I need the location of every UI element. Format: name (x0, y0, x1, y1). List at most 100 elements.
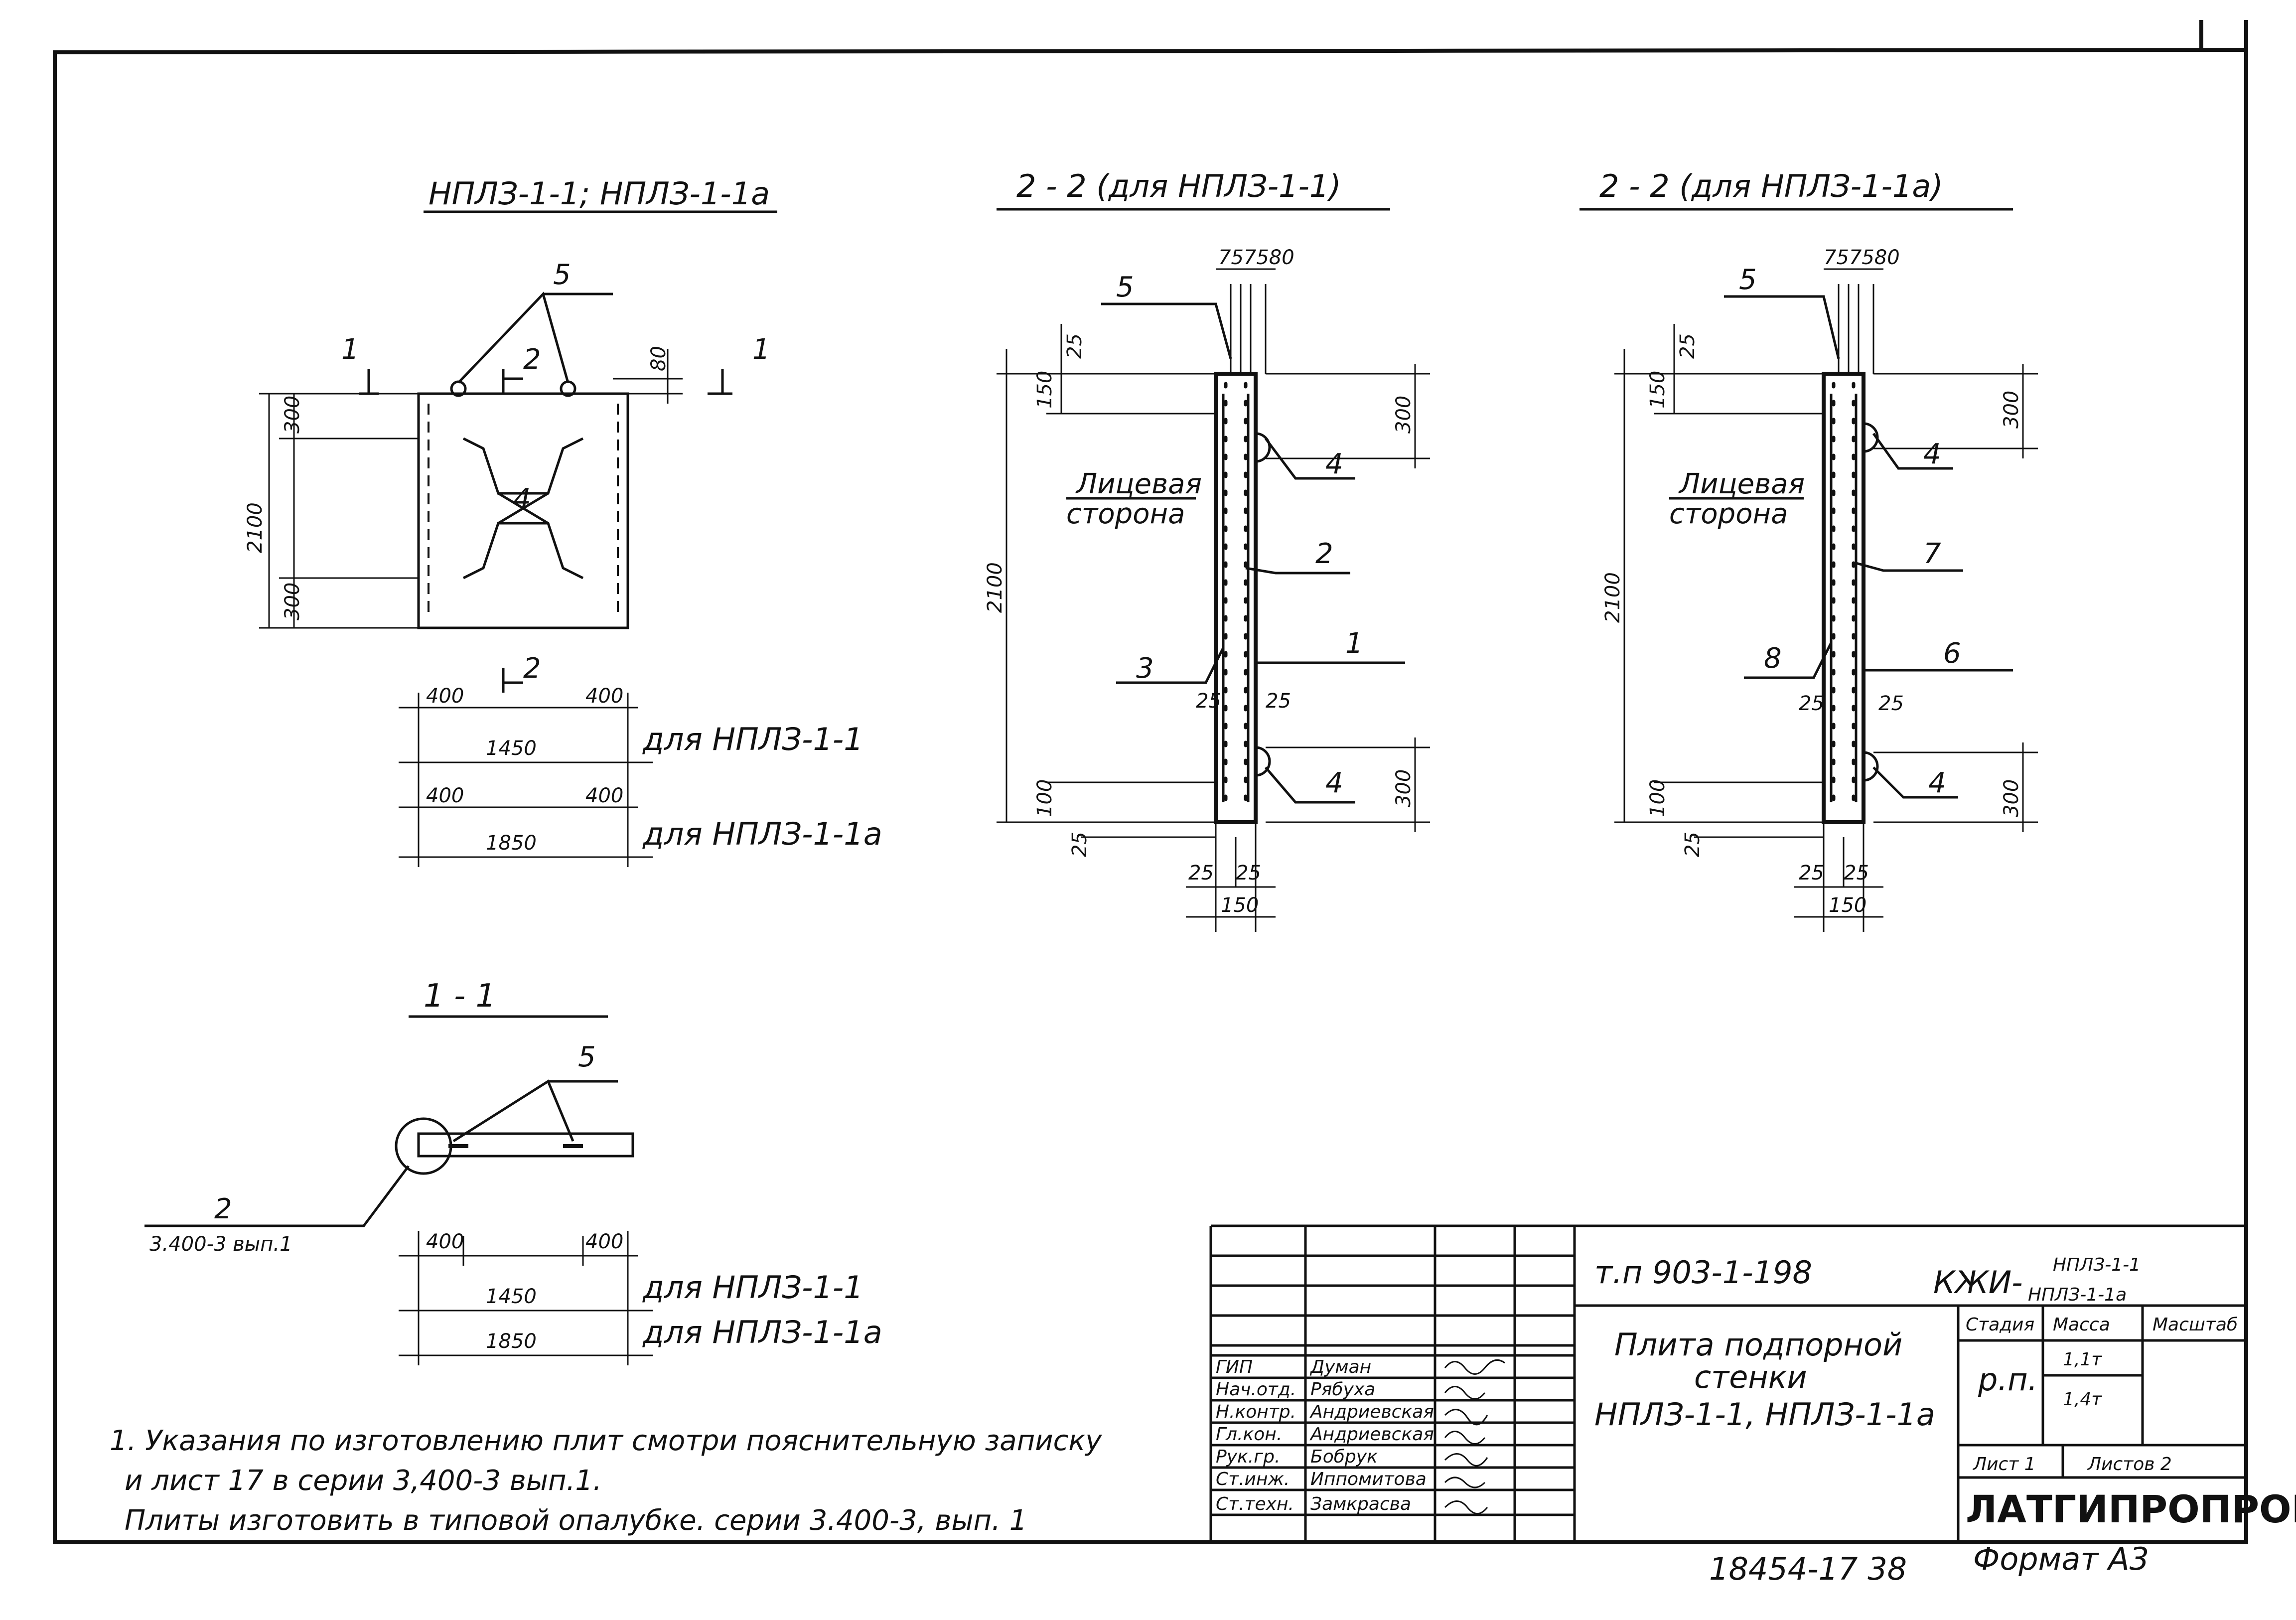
section-2-2-b: 2 - 2 (для НПЛЗ-1-1а) 5 4 7 8 6 4 Лицева… (1579, 168, 2038, 932)
section-b-leader-5 (1724, 295, 1840, 359)
plan-section-mark-right (708, 369, 732, 395)
section-b-top-dim-lines (1824, 268, 1883, 374)
stamp-name-4: Бобрук (1310, 1447, 1378, 1467)
section-a-leader-4a (1265, 438, 1355, 480)
plan-dim-1450: 1450 (486, 737, 537, 760)
plan-mark-1-right: 1 (752, 333, 770, 366)
section-b-dim-25-r: 25 (1878, 692, 1904, 715)
section-b-face-2: сторона (1669, 498, 1788, 530)
section-b-dim-300-bottom: 300 (2000, 779, 2023, 817)
section-1-1-dim-400-right: 400 (585, 1230, 623, 1253)
section-b-dim-25-b1: 25 (1799, 862, 1824, 884)
section-b-outline (1822, 372, 1866, 824)
section-a-embeds-4 (1255, 432, 1271, 777)
section-1-1: 1 - 1 5 2 3.400-3 вып.1 400 400 1450 185… (144, 978, 882, 1365)
section-b-dim-2100: 2100 (1601, 572, 1624, 623)
stamp-name-2: Андриевская (1309, 1402, 1434, 1422)
plan-title: НПЛЗ-1-1; НПЛЗ-1-1а (429, 175, 770, 212)
footer-archive: 18454-17 38 (1709, 1551, 1907, 1587)
section-b-dim-150: 150 (1646, 371, 1669, 409)
section-a-dim-300-top: 300 (1392, 396, 1415, 434)
sheet-frame (53, 47, 2248, 1544)
section-a-left-dim-lines (997, 324, 1216, 838)
section-a-dim-150w: 150 (1221, 894, 1259, 917)
stamp-stage: р.п. (1978, 1361, 2037, 1398)
plan-dim-300-top: 300 (281, 396, 304, 434)
section-b-dim-100: 100 (1646, 779, 1669, 817)
stamp-title-1: Плита подпорной (1614, 1326, 1902, 1363)
section-b-dim-150w: 150 (1829, 894, 1866, 917)
stamp-role-3: Гл.кон. (1216, 1424, 1282, 1445)
plan-dim-400-left-b: 400 (426, 784, 464, 807)
stamp-role-4: Рук.гр. (1216, 1447, 1280, 1467)
section-a-leader-5 (1101, 302, 1232, 359)
section-a-callout-2: 2 (1315, 538, 1333, 570)
section-b-callout-6: 6 (1943, 637, 1961, 670)
section-b-dim-25: 25 (1676, 333, 1699, 359)
footer-format: Формат А3 (1973, 1541, 2149, 1577)
stamp-role-0: ГИП (1216, 1357, 1253, 1377)
section-b-dim-25-l: 25 (1799, 692, 1824, 715)
stamp-sheet: Лист 1 (1972, 1454, 2036, 1474)
section-a-dim-25-b1: 25 (1188, 862, 1214, 884)
stamp-name-6: Замкрасва (1310, 1494, 1411, 1514)
plan-vertical-dim-lines (259, 393, 419, 629)
section-b-dim-top: 757580 (1824, 246, 1900, 269)
stamp-role-1: Нач.отд. (1216, 1379, 1296, 1400)
section-b-leader-4b (1872, 766, 1958, 799)
plan-dim-300-bottom: 300 (281, 583, 304, 620)
plan-dim-80-lines (613, 349, 683, 404)
section-1-1-node-circle (395, 1117, 452, 1175)
section-b-title: 2 - 2 (для НПЛЗ-1-1а) (1599, 168, 1943, 204)
section-a-rebar (1224, 382, 1248, 814)
stamp-org: ЛАТГИПРОПРОМ (1966, 1487, 2296, 1531)
stamp-head-stage: Стадия (1966, 1315, 2034, 1335)
section-a-callout-4b: 4 (1325, 767, 1343, 799)
stamp-mass-1: 1,1т (2063, 1349, 2102, 1370)
section-a-face-2: сторона (1066, 498, 1185, 530)
section-a-dim-2100: 2100 (984, 562, 1006, 613)
notes: 1. Указания по изготовлению плит смотри … (110, 1425, 1102, 1537)
section-1-1-node-ref: 2 (214, 1193, 232, 1225)
section-b-callout-4a: 4 (1923, 438, 1941, 470)
section-b-leader-4a (1872, 433, 1953, 470)
plan-dim-400-right-b: 400 (585, 784, 623, 807)
section-b-rebar (1832, 382, 1856, 814)
section-1-1-node-series: 3.400-3 вып.1 (149, 1233, 292, 1256)
section-a-dim-150: 150 (1033, 371, 1056, 409)
section-a-right-dim-lines (1266, 364, 1430, 832)
stamp-name-1: Рябуха (1310, 1379, 1375, 1400)
section-b-embeds-4 (1863, 422, 1879, 782)
section-b-right-dim-lines (1873, 364, 2038, 832)
stamp-mass-2: 1,4т (2063, 1389, 2102, 1410)
section-b-leader-8 (1744, 642, 1833, 679)
plan-slab-outline (417, 392, 629, 629)
plan-section-2-top (502, 369, 523, 394)
section-a-dim-100: 100 (1033, 779, 1056, 817)
stamp-name-3: Андриевская (1309, 1424, 1434, 1445)
plan-label-5: 5 (553, 259, 571, 291)
stamp-code-line-2: НПЛЗ-1-1а (2028, 1285, 2127, 1305)
section-1-1-leader-5 (452, 1079, 618, 1143)
section-1-1-node-leader (144, 1165, 410, 1227)
section-a-dim-25-r: 25 (1266, 690, 1291, 713)
plan-dim-1850: 1850 (486, 832, 537, 855)
stamp-head-scale: Масштаб (2152, 1315, 2238, 1335)
stamp-code-line-1: НПЛЗ-1-1 (2053, 1255, 2141, 1275)
section-a-callout-3: 3 (1136, 652, 1154, 685)
section-b-dim-25-b2: 25 (1844, 862, 1869, 884)
plan-for-1: для НПЛЗ-1-1 (642, 721, 863, 757)
section-1-1-for-1: для НПЛЗ-1-1 (642, 1269, 863, 1306)
plan-embedded-part-4 (462, 437, 584, 580)
plan-mark-2-bottom: 2 (523, 652, 541, 685)
plan-mark-1-left: 1 (341, 333, 359, 366)
stamp-signatures (1444, 1359, 1505, 1514)
section-a-inner-lines (1222, 394, 1250, 802)
stamp-role-2: Н.контр. (1216, 1402, 1296, 1422)
stamp-title-3: НПЛЗ-1-1, НПЛЗ-1-1а (1594, 1396, 1935, 1433)
section-a-dim-25-bottom: 25 (1068, 832, 1091, 857)
section-a-bottom-dim-lines (1186, 822, 1276, 932)
section-a-dim-25-b2: 25 (1236, 862, 1261, 884)
stamp-name-5: Иппомитова (1310, 1469, 1427, 1489)
